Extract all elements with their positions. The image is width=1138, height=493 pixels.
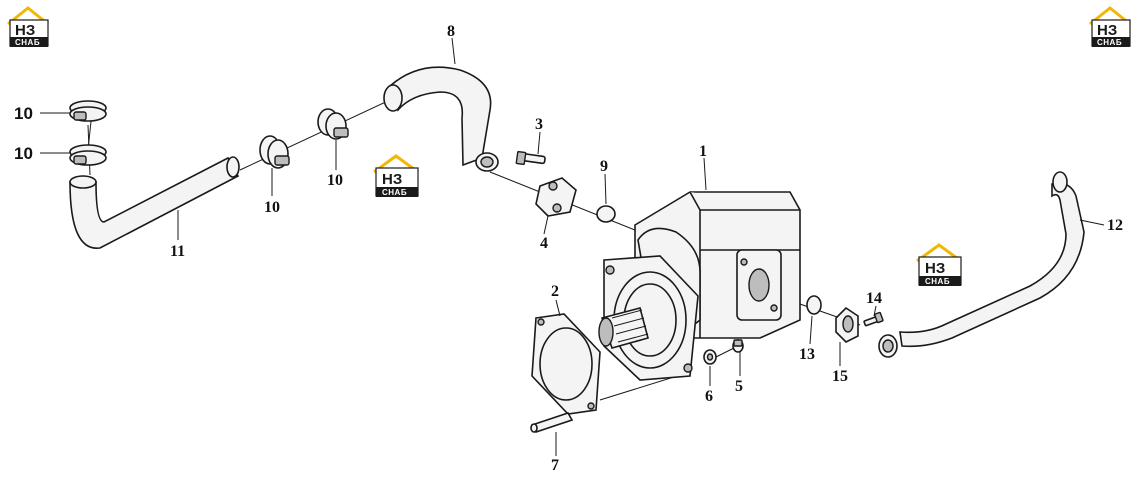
washer-6 bbox=[703, 349, 717, 365]
logo-top-right: НЗ СНАБ bbox=[1089, 6, 1131, 47]
callout-10-b: 10 bbox=[14, 144, 33, 163]
clamp-10-middle-a bbox=[259, 135, 290, 169]
callout-8: 8 bbox=[447, 23, 455, 40]
logo-word: СНАБ bbox=[15, 38, 40, 47]
oring-9 bbox=[596, 205, 616, 223]
pump-1 bbox=[598, 191, 801, 381]
logo-mark: НЗ bbox=[1097, 22, 1117, 39]
callout-7: 7 bbox=[551, 457, 559, 474]
logo-word: СНАБ bbox=[1097, 38, 1122, 47]
callout-2: 2 bbox=[551, 283, 559, 300]
gasket-2 bbox=[531, 313, 601, 415]
logo-center-right: НЗ СНАБ bbox=[916, 243, 962, 286]
logo-center-left: НЗ СНАБ bbox=[373, 154, 419, 197]
leaders bbox=[40, 37, 1105, 456]
callout-10-c: 10 bbox=[264, 199, 280, 216]
callout-4: 4 bbox=[540, 235, 548, 252]
bolt-3 bbox=[515, 150, 546, 166]
callout-9: 9 bbox=[600, 158, 608, 175]
callout-10-d: 10 bbox=[327, 172, 343, 189]
logo-word: СНАБ bbox=[382, 188, 407, 197]
hose-11 bbox=[69, 156, 240, 249]
hose-12 bbox=[878, 171, 1085, 358]
callout-1: 1 bbox=[699, 143, 707, 160]
callouts: 8 3 4 9 1 2 7 6 5 13 15 14 12 11 10 10 1… bbox=[14, 23, 1123, 474]
callout-11: 11 bbox=[170, 243, 185, 260]
clamp-10-middle-b bbox=[317, 108, 349, 140]
callout-14: 14 bbox=[866, 290, 882, 307]
callout-6: 6 bbox=[705, 388, 713, 405]
logo-word: СНАБ bbox=[925, 277, 950, 286]
callout-12: 12 bbox=[1107, 217, 1123, 234]
logo-mark: НЗ bbox=[382, 171, 402, 188]
clamp-10-lower bbox=[69, 144, 107, 166]
flange-15 bbox=[835, 306, 859, 343]
logo-top-left: НЗ СНАБ bbox=[7, 6, 49, 47]
screw-14 bbox=[863, 311, 884, 327]
hose-8 bbox=[383, 66, 499, 172]
clamp-10-upper bbox=[69, 100, 107, 122]
dowel-7 bbox=[530, 412, 574, 433]
callout-13: 13 bbox=[799, 346, 815, 363]
callout-15: 15 bbox=[832, 368, 848, 385]
callout-10-a: 10 bbox=[14, 104, 33, 123]
logo-mark: НЗ bbox=[15, 22, 35, 39]
callout-3: 3 bbox=[535, 116, 543, 133]
bolt-5 bbox=[732, 339, 744, 353]
flange-4 bbox=[535, 177, 577, 217]
callout-5: 5 bbox=[735, 378, 743, 395]
logo-mark: НЗ bbox=[925, 260, 945, 277]
oring-13 bbox=[806, 295, 822, 315]
